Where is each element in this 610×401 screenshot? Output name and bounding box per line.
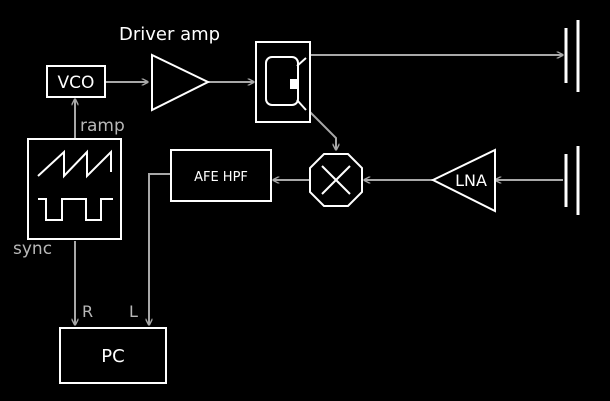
vco-block: VCO xyxy=(46,65,106,98)
pc-label: PC xyxy=(101,346,124,367)
afe-hpf-block: AFE HPF xyxy=(170,149,272,202)
coupler-to-mixer-line xyxy=(309,111,336,150)
amplifier-triangle-icon xyxy=(151,53,211,112)
ramp-label: ramp xyxy=(80,116,125,136)
coupler-block xyxy=(255,41,311,123)
afe-hpf-label: AFE HPF xyxy=(194,170,248,185)
tx-antenna xyxy=(564,20,580,92)
sync-label: sync xyxy=(13,239,52,259)
lna-block: LNA xyxy=(430,148,496,213)
signal-lines xyxy=(75,55,563,325)
generator-block xyxy=(27,138,122,240)
driver-amp-label: Driver amp xyxy=(119,24,220,45)
lna-triangle-icon xyxy=(430,148,496,213)
l-channel-label: L xyxy=(129,302,138,321)
mixer-block xyxy=(309,153,363,207)
waveform-generator-icon xyxy=(37,149,113,221)
pc-block: PC xyxy=(59,327,167,384)
square-wave xyxy=(38,198,113,221)
mixer-cross-line-b xyxy=(321,165,351,195)
sawtooth-wave xyxy=(37,149,112,179)
directional-coupler-icon xyxy=(265,56,307,111)
r-channel-label: R xyxy=(82,302,93,321)
driver-amp-block: Driver amp xyxy=(119,24,220,112)
hpf-to-pc-line xyxy=(149,173,170,325)
vco-label: VCO xyxy=(58,73,95,93)
lna-label: LNA xyxy=(455,171,487,190)
rx-antenna xyxy=(564,146,580,215)
